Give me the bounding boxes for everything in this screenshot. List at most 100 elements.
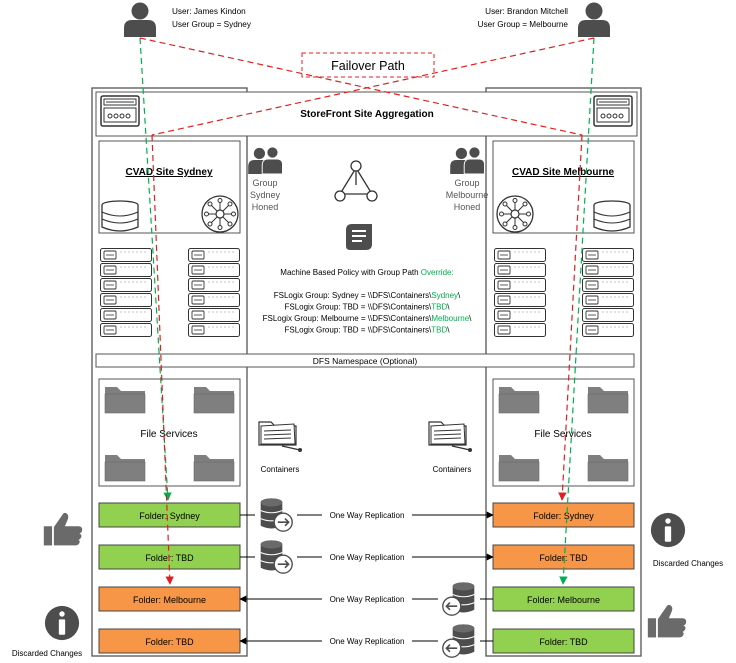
server-rack-unit — [188, 293, 240, 307]
server-rack-unit — [582, 263, 634, 277]
database-icon-melbourne — [593, 200, 631, 232]
replication-label-bg — [322, 593, 412, 604]
server-rack-unit — [494, 308, 546, 322]
folder-box-right — [492, 544, 635, 570]
server-rack-unit — [100, 248, 152, 262]
thumbs-up-icon-right — [647, 604, 687, 638]
folder-box-left — [98, 628, 241, 654]
user-icon-sydney — [124, 2, 156, 37]
policy-line-value: TBD — [431, 303, 447, 312]
storefront-label: StoreFront Site Aggregation — [300, 109, 434, 120]
containers-left-label: Containers — [261, 465, 300, 474]
policy-line-prefix: FSLogix Group: Melbourne = \\DFS\Contain… — [263, 314, 433, 323]
server-rack-unit — [494, 293, 546, 307]
server-rack-unit — [188, 323, 240, 337]
folder-box-left — [98, 586, 241, 612]
policy-line-value: Melbourne — [431, 314, 469, 323]
info-icon-left — [44, 605, 80, 641]
server-rack-unit — [494, 278, 546, 292]
file-services-melbourne-label: File Services — [534, 429, 591, 440]
group-sydney-line3: Honed — [252, 202, 279, 212]
database-icon-sydney — [101, 200, 139, 232]
server-rack-unit — [582, 293, 634, 307]
green-path-melbourne-user — [559, 37, 595, 585]
dfs-namespace-bar — [95, 353, 635, 368]
policy-override-text: Override: — [421, 268, 454, 277]
cvad-site-sydney-title: CVAD Site Sydney — [125, 167, 212, 178]
replication-label: One Way Replication — [330, 553, 405, 562]
server-rack-unit — [582, 278, 634, 292]
cvad-site-melbourne-title: CVAD Site Melbourne — [512, 167, 614, 178]
user-icon-melbourne — [578, 2, 610, 37]
policy-line-suffix: \ — [447, 303, 450, 312]
policy-line: FSLogix Group: TBD = \\DFS\Containers\TB… — [284, 326, 450, 335]
policy-line-suffix: \ — [469, 314, 472, 323]
policy-line: FSLogix Group: Melbourne = \\DFS\Contain… — [263, 314, 473, 323]
folder-label-left: Folder: Melbourne — [133, 595, 206, 605]
policy-line-prefix: FSLogix Group: TBD = \\DFS\Containers\ — [284, 303, 432, 312]
replication-label-bg — [322, 551, 412, 562]
people-icon-sydney-group — [248, 146, 282, 174]
group-melbourne-line1: Group — [454, 178, 479, 188]
green-path-sydney-user — [139, 37, 172, 501]
user-right-line2: User Group = Melbourne — [478, 20, 569, 29]
replication-label: One Way Replication — [330, 511, 405, 520]
policy-heading: Machine Based Policy with Group Path Ove… — [280, 268, 453, 277]
folder-label-left: Folder: TBD — [145, 637, 194, 647]
policy-line: FSLogix Group: TBD = \\DFS\Containers\TB… — [284, 303, 450, 312]
server-rack-unit — [188, 263, 240, 277]
replication-label: One Way Replication — [330, 637, 405, 646]
folder-label-right: Folder: TBD — [539, 637, 588, 647]
replication-label-bg — [322, 509, 412, 520]
server-rack-unit — [188, 308, 240, 322]
file-cabinet-icon-left — [258, 421, 303, 452]
policy-scroll-icon — [346, 224, 372, 250]
policy-line-prefix: FSLogix Group: TBD = \\DFS\Containers\ — [284, 326, 432, 335]
group-sydney-line1: Group — [252, 178, 277, 188]
network-triangle-icon — [334, 160, 378, 202]
failover-path-box — [301, 52, 435, 78]
replication-label: One Way Replication — [330, 595, 405, 604]
server-rack-unit — [582, 248, 634, 262]
melbourne-site-frame — [485, 87, 642, 657]
server-rack-unit — [100, 323, 152, 337]
group-sydney-line2: Sydney — [250, 190, 281, 200]
server-rack-unit — [494, 263, 546, 277]
red-path-sydney-to-melbourne — [139, 37, 583, 136]
policy-line-suffix: \ — [447, 326, 450, 335]
containers-right-label: Containers — [433, 465, 472, 474]
folder-box-right — [492, 502, 635, 528]
policy-heading-text: Machine Based Policy with Group Path — [280, 268, 421, 277]
thumbs-up-icon-left — [43, 512, 83, 546]
red-path-melbourne-to-sydney — [151, 37, 595, 136]
people-icon-melbourne-group — [450, 146, 484, 174]
sydney-site-frame — [91, 87, 248, 657]
server-rack-unit — [188, 278, 240, 292]
server-rack-unit — [582, 308, 634, 322]
storefront-bar — [95, 91, 638, 137]
user-right-line1: User: Brandon Mitchell — [485, 7, 568, 16]
user-left-line2: User Group = Sydney — [172, 20, 252, 29]
policy-line-suffix: \ — [458, 291, 461, 300]
storefront-server-icon-left — [100, 95, 140, 127]
folder-label-left: Folder: TBD — [145, 553, 194, 563]
hub-icon-sydney — [201, 195, 239, 233]
server-rack-unit — [494, 248, 546, 262]
folder-box-right — [492, 628, 635, 654]
file-cabinet-icon-right — [428, 421, 473, 452]
failover-path-label: Failover Path — [331, 59, 405, 73]
server-rack-unit — [100, 308, 152, 322]
server-rack-unit — [100, 263, 152, 277]
discarded-changes-left: Discarded Changes — [12, 649, 82, 658]
server-rack-unit — [582, 323, 634, 337]
red-paths — [139, 37, 595, 585]
server-rack-unit — [100, 293, 152, 307]
user-left-line1: User: James Kindon — [172, 7, 246, 16]
policy-line-prefix: FSLogix Group: Sydney = \\DFS\Containers… — [274, 291, 432, 300]
replication-label-bg — [322, 635, 412, 646]
group-melbourne-line3: Honed — [454, 202, 481, 212]
storefront-server-icon-right — [593, 95, 633, 127]
folder-box-right — [492, 586, 635, 612]
group-melbourne-line2: Melbourne — [446, 190, 489, 200]
